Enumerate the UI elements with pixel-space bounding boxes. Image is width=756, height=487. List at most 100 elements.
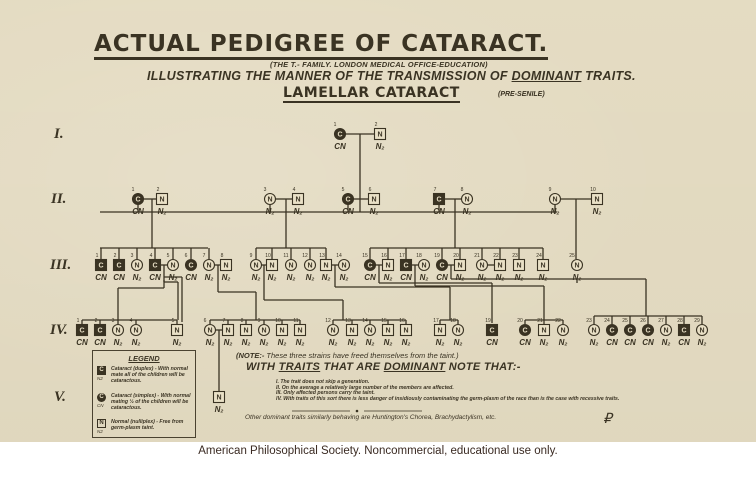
svg-text:N₂: N₂ <box>590 338 599 347</box>
male-normal-icon: N <box>493 258 507 272</box>
svg-text:19: 19 <box>434 253 440 259</box>
svg-text:23: 23 <box>586 318 592 324</box>
female-normal-icon: N <box>257 323 271 337</box>
generation-label-iv: IV. <box>50 322 68 338</box>
female-normal-icon: N <box>475 258 489 272</box>
rule-item: II. On the average a relatively large nu… <box>276 384 454 391</box>
rules-list: I. The trait does not skip a generation.… <box>276 379 620 402</box>
filled-circle-icon: C <box>97 393 106 402</box>
svg-text:1: 1 <box>334 122 337 128</box>
svg-text:N₂: N₂ <box>496 273 505 282</box>
male-normal-icon: N <box>265 258 279 272</box>
svg-text:N₂: N₂ <box>222 273 231 282</box>
svg-text:3: 3 <box>131 253 134 259</box>
svg-text:N: N <box>243 328 248 335</box>
svg-text:N: N <box>207 328 212 335</box>
svg-text:25: 25 <box>622 318 628 324</box>
svg-text:21: 21 <box>474 253 480 259</box>
trait-qualifier: (PRE-SENILE) <box>498 91 545 98</box>
female-affected-icon: C <box>641 323 655 337</box>
female-normal-icon: N <box>326 323 340 337</box>
svg-text:27: 27 <box>658 318 664 324</box>
svg-text:C: C <box>645 328 650 335</box>
svg-text:N: N <box>594 197 599 204</box>
svg-text:22: 22 <box>493 253 499 259</box>
svg-text:N: N <box>159 197 164 204</box>
male-affected-icon: C <box>112 258 126 272</box>
svg-text:N₂: N₂ <box>158 207 167 216</box>
svg-text:N: N <box>541 328 546 335</box>
svg-text:CN: CN <box>436 273 448 282</box>
svg-text:C: C <box>188 263 193 270</box>
svg-text:9: 9 <box>549 187 552 193</box>
svg-text:7: 7 <box>434 187 437 193</box>
female-affected-icon: C <box>518 323 532 337</box>
svg-text:13: 13 <box>345 318 351 324</box>
male-normal-icon: N <box>590 192 604 206</box>
svg-text:10: 10 <box>275 318 281 324</box>
male-affected-icon: C <box>432 192 446 206</box>
other-traits-text: Other dominant traits similarly behaving… <box>245 414 497 421</box>
generation-label-i: I. <box>54 126 64 142</box>
svg-text:N: N <box>269 263 274 270</box>
male-normal-icon: N <box>453 258 467 272</box>
note-text: (NOTE:- These three strains have freed t… <box>236 351 459 360</box>
svg-text:N₂: N₂ <box>662 338 671 347</box>
svg-text:N₂: N₂ <box>215 405 224 414</box>
svg-text:11: 11 <box>293 318 298 324</box>
male-normal-icon: N <box>537 323 551 337</box>
svg-text:N₂: N₂ <box>173 338 182 347</box>
svg-text:5: 5 <box>167 253 170 259</box>
svg-text:N: N <box>253 263 258 270</box>
svg-text:8: 8 <box>241 318 244 324</box>
svg-text:N₂: N₂ <box>268 273 277 282</box>
svg-text:CN: CN <box>678 338 690 347</box>
svg-text:N: N <box>479 263 484 270</box>
svg-text:N₂: N₂ <box>540 338 549 347</box>
male-normal-icon: N <box>212 390 226 404</box>
svg-text:6: 6 <box>369 187 372 193</box>
svg-text:4: 4 <box>130 318 133 324</box>
svg-text:N₂: N₂ <box>573 273 582 282</box>
illustrating-line: ILLUSTRATING THE MANNER OF THE TRANSMISS… <box>147 69 636 83</box>
generation-label-iii: III. <box>50 257 72 273</box>
svg-text:N₂: N₂ <box>539 273 548 282</box>
svg-text:1: 1 <box>132 187 135 193</box>
svg-text:C: C <box>345 197 350 204</box>
svg-text:N: N <box>516 263 521 270</box>
female-normal-icon: N <box>417 258 431 272</box>
svg-text:CN: CN <box>342 207 354 216</box>
svg-text:N₂: N₂ <box>294 207 303 216</box>
svg-text:N: N <box>307 263 312 270</box>
svg-text:2: 2 <box>375 122 378 128</box>
svg-text:N₂: N₂ <box>698 338 707 347</box>
male-normal-icon: N <box>399 323 413 337</box>
svg-text:CN: CN <box>519 338 531 347</box>
rule-item: IV. With traits of this sort there is le… <box>276 395 620 402</box>
svg-text:15: 15 <box>381 318 387 324</box>
svg-text:28: 28 <box>677 318 683 324</box>
female-affected-icon: C <box>363 258 377 272</box>
svg-text:C: C <box>403 263 408 270</box>
female-normal-icon: N <box>284 258 298 272</box>
svg-text:6: 6 <box>204 318 207 324</box>
svg-text:5: 5 <box>172 318 175 324</box>
svg-text:N: N <box>267 197 272 204</box>
svg-text:N: N <box>323 263 328 270</box>
svg-text:N₂: N₂ <box>376 142 385 151</box>
male-affected-icon: C <box>399 258 413 272</box>
svg-text:CN: CN <box>606 338 618 347</box>
dominant-heading: WITH TRAITS THAT ARE DOMINANT NOTE THAT:… <box>246 361 521 373</box>
female-normal-icon: N <box>203 323 217 337</box>
svg-text:CN: CN <box>364 273 376 282</box>
legend-box: LEGEND C N2 Cataract (duplex) - With nor… <box>92 350 196 438</box>
female-normal-icon: N <box>166 258 180 272</box>
male-normal-icon: N <box>219 258 233 272</box>
male-normal-icon: N <box>536 258 550 272</box>
svg-text:C: C <box>116 263 121 270</box>
svg-text:22: 22 <box>555 318 561 324</box>
svg-text:N: N <box>288 263 293 270</box>
svg-text:N₂: N₂ <box>366 338 375 347</box>
female-normal-icon: N <box>460 192 474 206</box>
svg-text:N₂: N₂ <box>551 207 560 216</box>
